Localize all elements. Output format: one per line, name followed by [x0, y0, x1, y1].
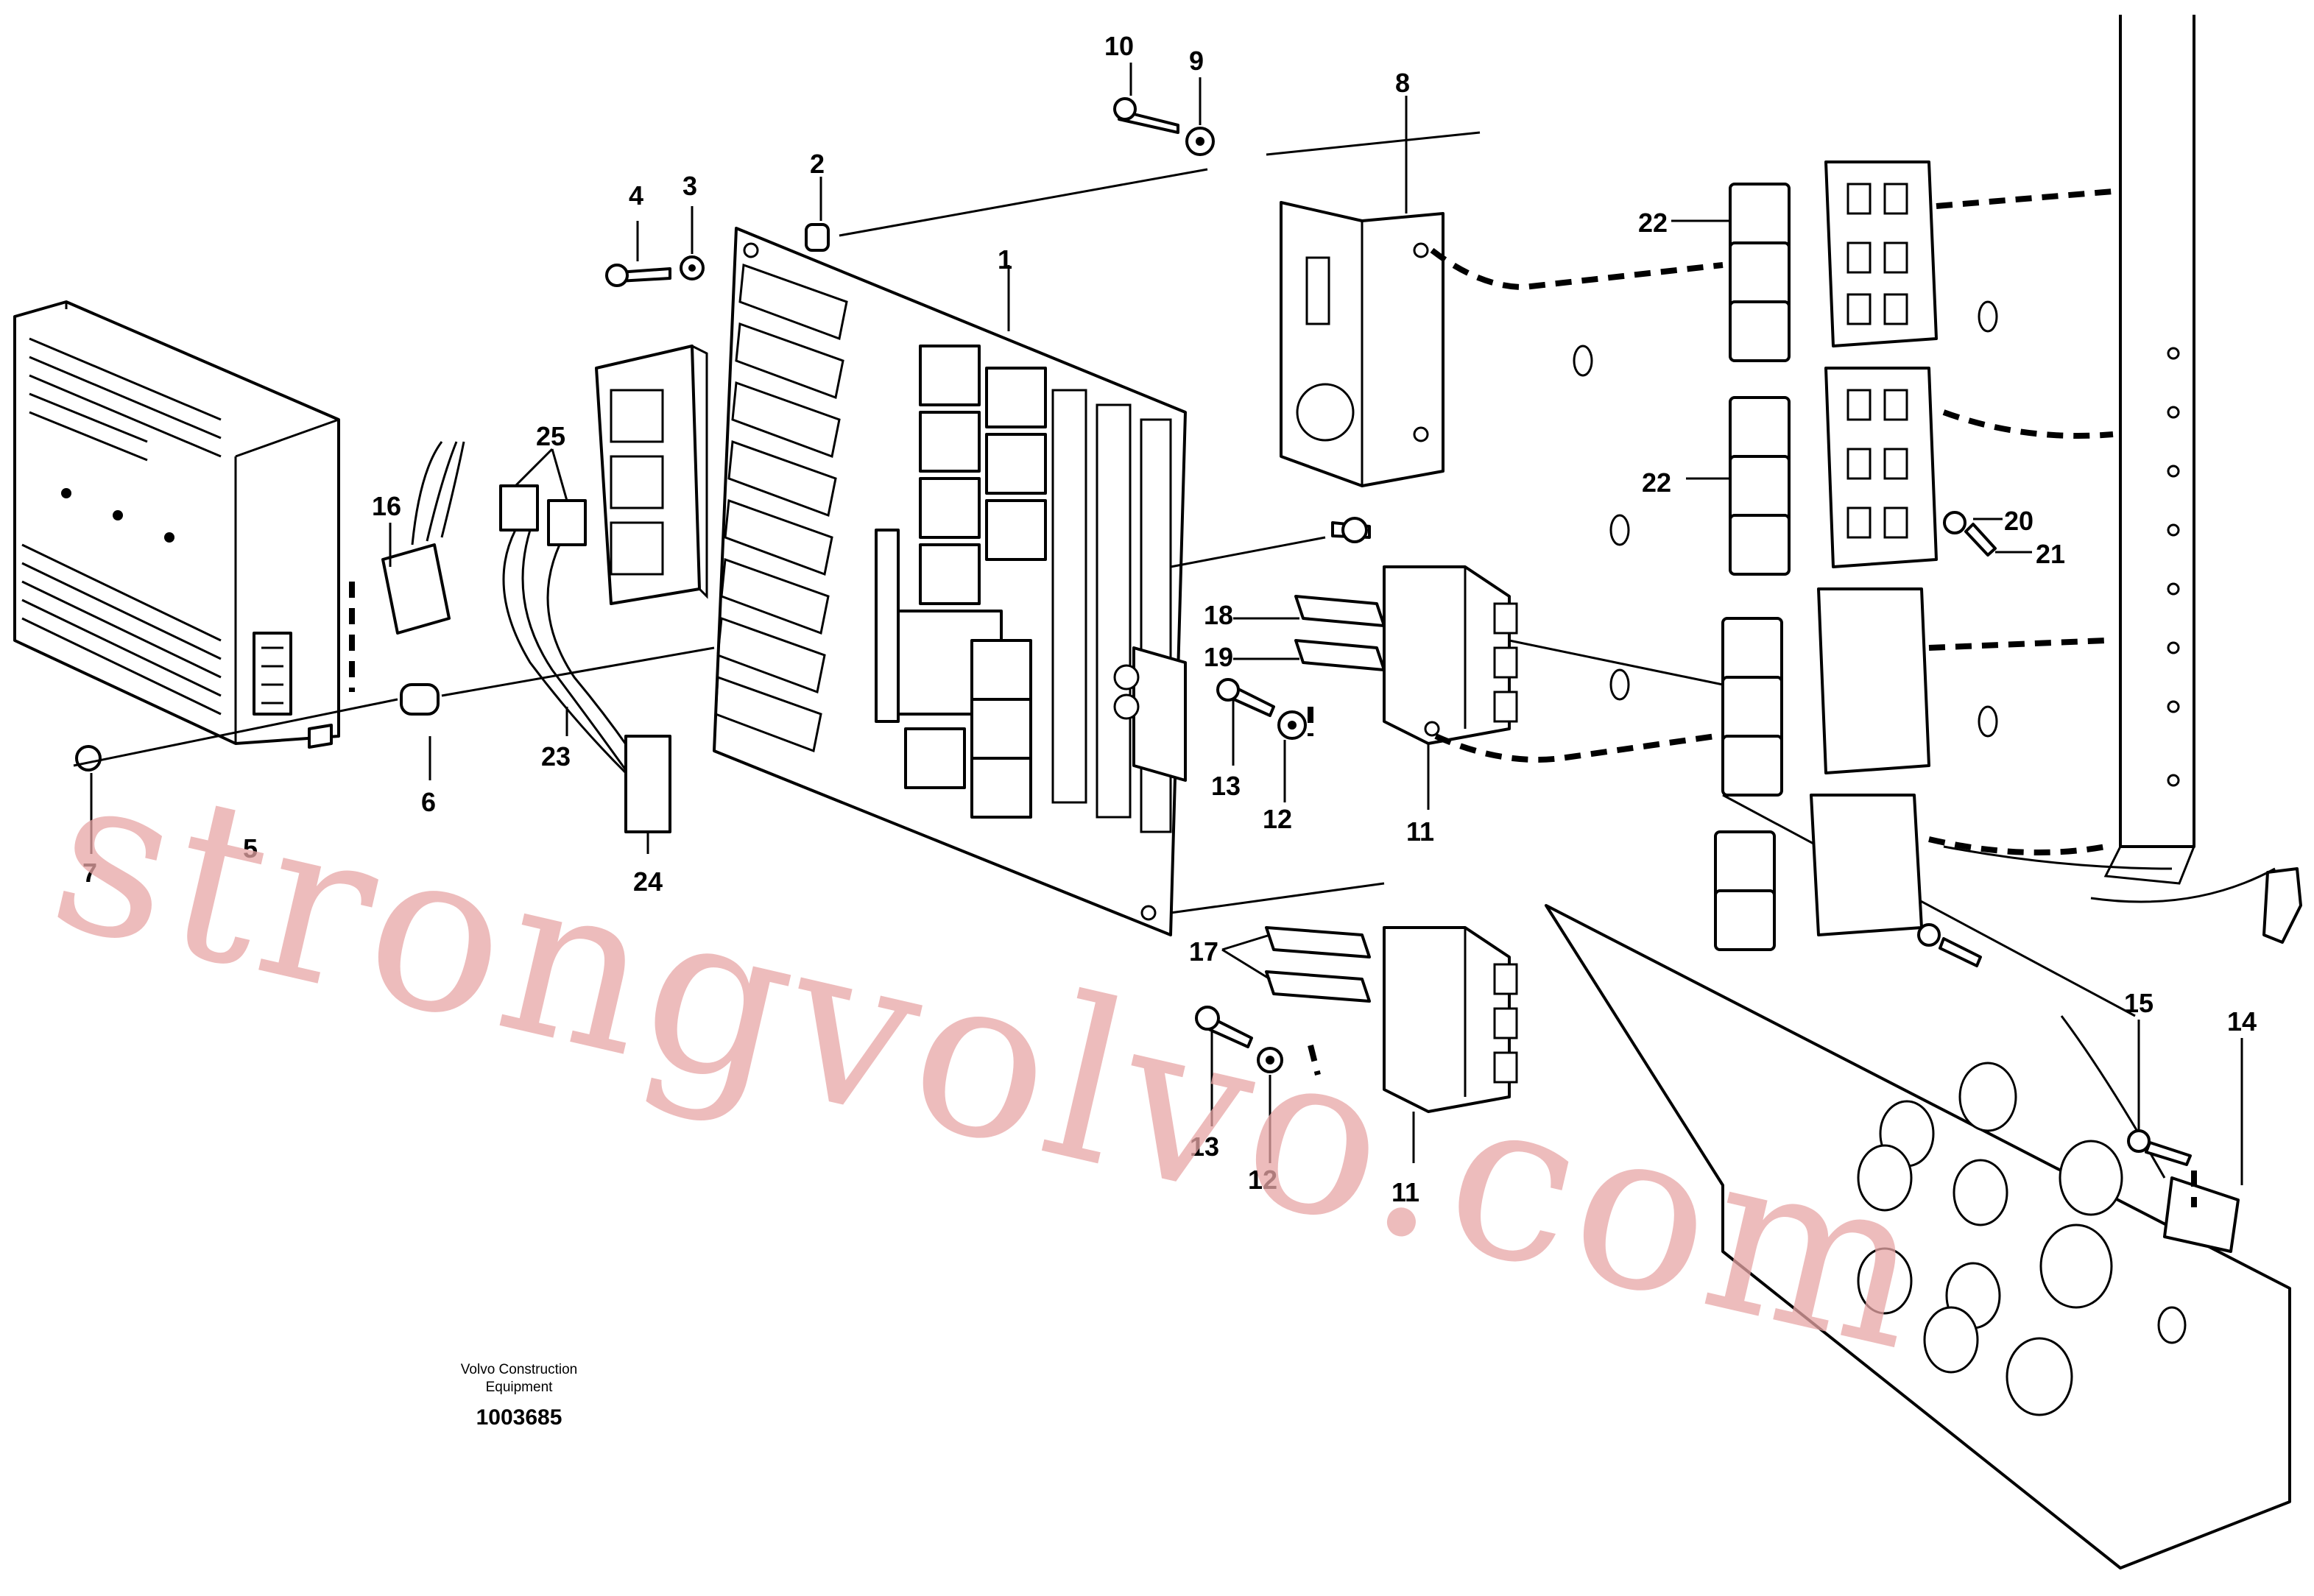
callout-labels: 1 2 3 4 5 6 7 8 9 10 11 11 12 12 13 13 1…: [82, 31, 2257, 1207]
relay-base-11-upper: [1383, 565, 1518, 745]
control-unit-5: [13, 300, 340, 749]
circuit-board-1: [713, 227, 1187, 936]
callout-10: 10: [1104, 31, 1134, 61]
fuse-19: [1294, 639, 1386, 671]
fuse-17: [1265, 926, 1371, 1003]
callout-9: 9: [1189, 46, 1204, 76]
callout-8: 8: [1395, 68, 1410, 98]
callout-18: 18: [1204, 600, 1233, 630]
callout-14: 14: [2227, 1006, 2257, 1037]
caption-line-2: Equipment: [486, 1380, 554, 1395]
harness-23: [499, 484, 671, 833]
callout-23: 23: [541, 741, 571, 771]
connector-24: [624, 735, 671, 833]
callout-2: 2: [810, 149, 825, 179]
plate-bracket: [1132, 646, 1187, 782]
callout-11-lower: 11: [1391, 1177, 1419, 1207]
callout-11-upper: 11: [1406, 816, 1434, 847]
callout-17: 17: [1189, 936, 1218, 967]
callout-25: 25: [536, 421, 565, 451]
fuse-18: [1294, 595, 1386, 627]
caption-block: Volvo Construction Equipment 1003685: [461, 1362, 577, 1430]
callout-13-upper: 13: [1211, 771, 1241, 801]
callout-12-upper: 12: [1263, 804, 1292, 834]
document-number: 1003685: [476, 1405, 562, 1430]
relay-holder-bracket: [595, 345, 708, 605]
callout-1: 1: [998, 244, 1012, 275]
panel-structure: [1545, 15, 2302, 1569]
callout-13-lower: 13: [1190, 1131, 1219, 1162]
callout-12-lower: 12: [1248, 1165, 1277, 1195]
relay-group-lower: [1714, 587, 1930, 951]
leader-lines: [73, 63, 2243, 1207]
callout-22-upper: 22: [1638, 208, 1668, 238]
callout-15: 15: [2124, 988, 2153, 1018]
callout-5: 5: [243, 833, 258, 864]
bracket-8: [1280, 201, 1445, 487]
callout-24: 24: [633, 866, 663, 897]
relay-group-middle: [1729, 367, 1938, 576]
relay-group-upper: [1729, 160, 1938, 362]
relay-base-11-lower: [1383, 926, 1518, 1113]
callout-7: 7: [82, 858, 97, 888]
connector-16: [381, 441, 465, 635]
callout-19: 19: [1204, 642, 1233, 672]
callout-6: 6: [421, 787, 436, 817]
callout-20: 20: [2004, 506, 2033, 536]
hardware: [75, 97, 2192, 1166]
callout-21: 21: [2036, 539, 2065, 569]
callout-4: 4: [629, 180, 643, 211]
callout-16: 16: [372, 491, 401, 521]
callout-22-lower: 22: [1642, 467, 1671, 498]
callout-3: 3: [682, 171, 697, 201]
caption-line-1: Volvo Construction: [461, 1362, 577, 1377]
